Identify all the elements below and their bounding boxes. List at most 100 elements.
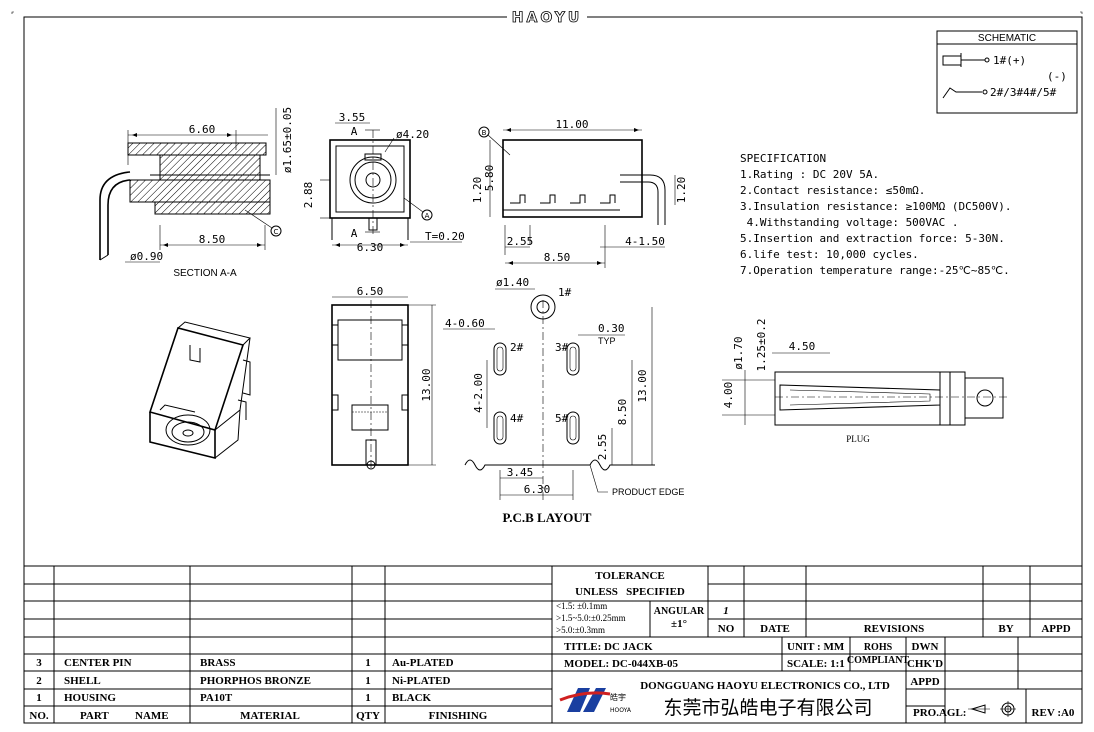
pcb-dim-4-0-60: 4-0.60 <box>445 317 485 330</box>
pcb-product-edge: PRODUCT EDGE <box>612 487 684 497</box>
bom-qty: 1 <box>365 675 371 687</box>
section-dim-dia-1-65: ø1.65±0.05 <box>281 107 294 173</box>
title-block: 3 CENTER PIN BRASS 1 Au-PLATED 2 SHELL P… <box>24 565 1082 723</box>
side-dim-8-50: 8.50 <box>544 251 571 264</box>
logo-cn: 皓宇 <box>610 692 626 702</box>
bom-header-part: PART <box>80 710 109 722</box>
revisions-header-revisions: REVISIONS <box>864 623 925 635</box>
bom-part: HOUSING <box>64 692 116 704</box>
spec-item: 5.Insertion and extraction force: 5-30N. <box>740 232 1005 245</box>
side-dim-11-00: 11.00 <box>555 118 588 131</box>
tolerance-subtitle: UNLESS SPECIFIED <box>575 586 685 598</box>
bottom-dim-13-00: 13.00 <box>420 368 433 401</box>
bom-material: PA10T <box>200 692 233 704</box>
pcb-layout: ø1.40 1# 4-0.60 0.30 TYP 2# 3# 4# 5# 4-2… <box>443 276 684 525</box>
unit-text: UNIT : MM <box>787 641 845 653</box>
schematic-minus: (-) <box>1047 70 1067 83</box>
schematic-box: SCHEMATIC 1#(+) (-) 2#/3#4#/5# <box>936 30 1078 114</box>
plug-dim-1-25: 1.25±0.2 <box>755 319 768 372</box>
pcb-dim-3-45: 3.45 <box>507 466 534 479</box>
bottom-view: 6.50 13.00 <box>331 285 436 470</box>
plug-dim-4-50: 4.50 <box>789 340 816 353</box>
projection-symbol-icon <box>968 701 1016 717</box>
bom-header-name: NAME <box>135 710 169 722</box>
company-name-cn: 东莞市弘皓电子有限公司 <box>663 697 872 719</box>
spec-title: SPECIFICATION <box>740 152 826 165</box>
pcb-pin-5: 5# <box>555 412 569 425</box>
pcb-pin-1: 1# <box>558 286 572 299</box>
rohs-compliant-text: COMPLIANT <box>847 655 910 666</box>
bom-no: 2 <box>36 675 42 687</box>
side-dim-1-20-right: 1.20 <box>675 177 688 204</box>
schematic-pin-bottom: 2#/3#4#/5# <box>990 86 1057 99</box>
pcb-dim-13-00: 13.00 <box>636 369 649 402</box>
section-label: SECTION A-A <box>173 268 237 279</box>
bom-qty: 1 <box>365 657 371 669</box>
bom-header-qty: QTY <box>356 710 380 722</box>
pcb-pin-3: 3# <box>555 341 569 354</box>
pcb-dim-0-30: 0.30 <box>598 322 625 335</box>
front-view: 3.55 A ø4.20 2.88 A A 6.30 T=0.20 <box>302 111 465 254</box>
section-dim-dia-0-90: ø0.90 <box>130 250 163 263</box>
rohs-text: ROHS <box>864 642 893 653</box>
schematic-title: SCHEMATIC <box>978 33 1036 44</box>
bom-header-material: MATERIAL <box>240 710 300 722</box>
bom-no: 1 <box>36 692 42 704</box>
bom-header-finishing: FINISHING <box>429 710 488 722</box>
bom-part: CENTER PIN <box>64 657 132 669</box>
bom-no: 3 <box>36 657 42 669</box>
front-dim-2-88: 2.88 <box>302 182 315 209</box>
spec-item: 1.Rating : DC 20V 5A. <box>740 168 879 181</box>
company-name-en: DONGGUANG HAOYU ELECTRONICS CO., LTD <box>640 680 890 692</box>
logo-en: HOOYA <box>610 707 632 714</box>
tolerance-angular: ANGULAR <box>654 606 705 617</box>
tolerance-angular-value: ±1° <box>671 618 687 630</box>
plug-view: ø1.70 1.25±0.2 4.50 4.00 PLUG <box>722 319 1010 444</box>
dwn-label: DWN <box>912 641 939 653</box>
revisions-header-appd: APPD <box>1041 623 1070 635</box>
spec-item: 6.life test: 10,000 cycles. <box>740 248 919 261</box>
front-section-a-bottom: A <box>351 227 358 240</box>
tolerance-title: TOLERANCE <box>595 570 664 582</box>
plug-label: PLUG <box>846 434 870 444</box>
pcb-dim-8-50: 8.50 <box>616 399 629 426</box>
plug-dim-4-00: 4.00 <box>722 382 735 409</box>
sheet-border <box>23 16 1083 724</box>
side-dim-2-55: 2.55 <box>507 235 534 248</box>
revision-number: 1 <box>723 605 729 617</box>
scale-text: SCALE: 1:1 <box>787 658 845 670</box>
specification: SPECIFICATION 1.Rating : DC 20V 5A. 2.Co… <box>740 152 1012 277</box>
model-text: MODEL: DC-044XB-05 <box>564 658 678 670</box>
pcb-dim-4-2-00: 4-2.00 <box>472 373 485 413</box>
bom-part: SHELL <box>64 675 101 687</box>
side-dim-1-20-left: 1.20 <box>471 177 484 204</box>
bom-material: BRASS <box>200 657 235 669</box>
plug-dim-dia-1-70: ø1.70 <box>732 336 745 369</box>
spec-item: 7.Operation temperature range:-25℃~85℃. <box>740 264 1010 277</box>
company-logo <box>559 688 611 712</box>
tolerance-line: <1.5: ±0.1mm <box>556 601 607 611</box>
side-dim-4-1-50: 4-1.50 <box>625 235 665 248</box>
bom-finishing: Ni-PLATED <box>392 675 451 687</box>
bom-finishing: Au-PLATED <box>392 657 454 669</box>
bom-qty: 1 <box>365 692 371 704</box>
side-dim-5-80: 5.80 <box>483 165 496 192</box>
appd-label: APPD <box>910 676 939 688</box>
section-dim-6-60: 6.60 <box>189 123 216 136</box>
front-dim-dia-4-20: ø4.20 <box>396 128 429 141</box>
front-dim-6-30: 6.30 <box>357 241 384 254</box>
front-dim-thickness: T=0.20 <box>425 230 465 243</box>
schematic-pin-top: 1#(+) <box>993 54 1026 67</box>
chkd-label: CHK'D <box>907 658 943 670</box>
revision-label: REV :A0 <box>1032 707 1075 719</box>
front-callout-a: A <box>425 212 430 220</box>
spec-item: 3.Insulation resistance: ≥100MΩ (DC500V)… <box>740 200 1012 213</box>
isometric-view <box>148 321 251 460</box>
bom-finishing: BLACK <box>392 692 432 704</box>
pcb-dim-2-55: 2.55 <box>596 434 609 461</box>
side-callout-b: B <box>482 129 487 137</box>
section-dim-8-50: 8.50 <box>199 233 226 246</box>
tolerance-line: >5.0:±0.3mm <box>556 625 605 635</box>
bom-header-no: NO. <box>29 710 49 722</box>
